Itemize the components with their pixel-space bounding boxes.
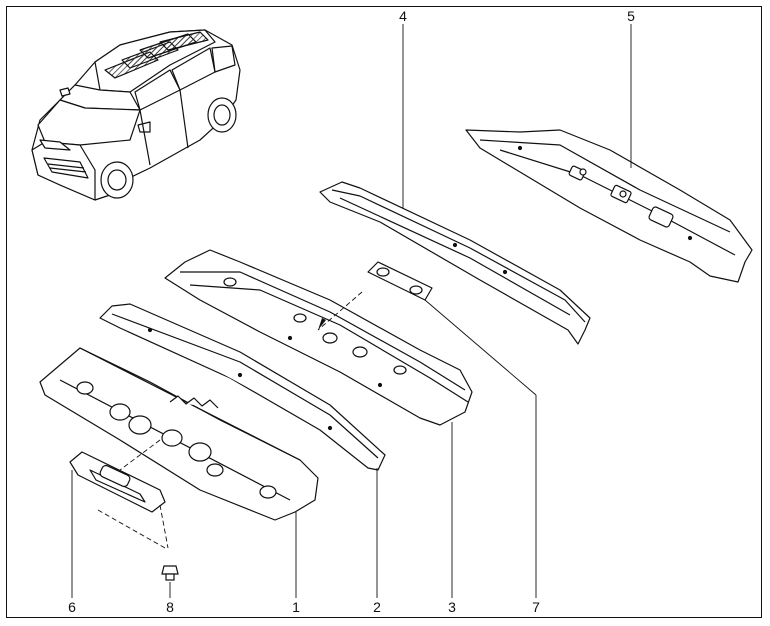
arrows (318, 318, 326, 330)
diagram-frame (6, 6, 762, 618)
part-5-rear-roof-rail (465, 129, 753, 283)
callout-7: 7 (532, 599, 540, 615)
callout-6: 6 (68, 599, 76, 615)
leader-lines (71, 24, 632, 598)
part-6-bracket (69, 451, 166, 513)
callout-2: 2 (373, 599, 381, 615)
part-4-roof-bow (319, 181, 591, 345)
callout-1: 1 (292, 599, 300, 615)
assembly-lines (97, 291, 363, 549)
callout-5: 5 (627, 8, 635, 24)
car-illustration (31, 29, 241, 201)
part-3-roof-bow (164, 249, 473, 426)
part-8-bolt (161, 565, 179, 581)
part-1-front-roof-bow (39, 347, 319, 521)
callout-8: 8 (166, 599, 174, 615)
callout-3: 3 (448, 599, 456, 615)
part-2-roof-bow (99, 303, 386, 471)
callout-4: 4 (399, 8, 407, 24)
part-7-reinforcement-plate (367, 261, 433, 301)
